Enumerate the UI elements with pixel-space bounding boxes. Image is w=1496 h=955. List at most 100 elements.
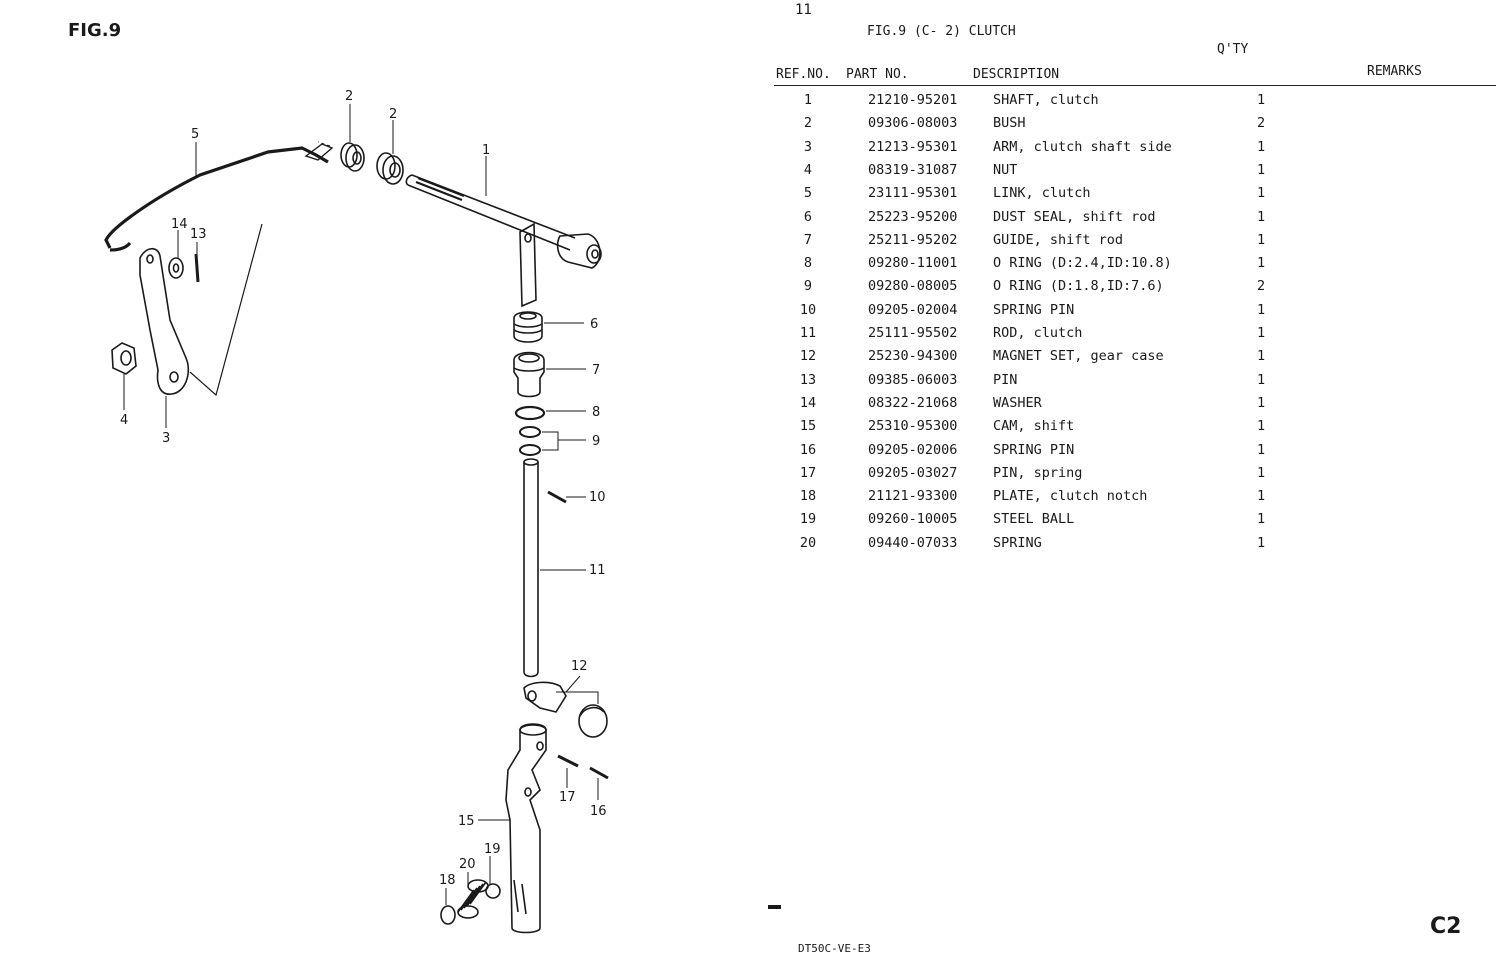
callout-20: 20: [459, 857, 476, 872]
qty-cell: 2: [1257, 278, 1266, 295]
spring-pin-part: [547, 490, 567, 504]
part-no-cell: 09385-06003: [868, 371, 958, 388]
figure-title: FIG.9 (C- 2) CLUTCH: [867, 24, 1016, 39]
ref-no-cell: 13: [799, 371, 817, 388]
qty-cell: 1: [1257, 185, 1266, 202]
part-no-cell: 25230-94300: [868, 348, 958, 365]
description-cell: DUST SEAL, shift rod: [993, 208, 1156, 225]
table-row: 20 09440-07033 SPRING 1: [760, 533, 1496, 556]
part-no-cell: 09306-08003: [868, 115, 958, 132]
ref-no-cell: 14: [799, 394, 817, 411]
table-row: 14 08322-21068 WASHER 1: [760, 393, 1496, 416]
part-no-cell: 08319-31087: [868, 161, 958, 178]
part-no-cell: 25211-95202: [868, 231, 958, 248]
clutch-link-part: [104, 141, 334, 252]
callout-1: 1: [482, 143, 490, 158]
qty-cell: 1: [1257, 301, 1266, 318]
description-cell: SPRING PIN: [993, 301, 1075, 318]
description-cell: O RING (D:1.8,ID:7.6): [993, 278, 1164, 295]
o-ring-part: [519, 444, 541, 456]
description-cell: O RING (D:2.4,ID:10.8): [993, 255, 1172, 272]
part-no-cell: 21121-93300: [868, 488, 958, 505]
ref-no-cell: 2: [803, 115, 813, 132]
ref-no-header: REF.NO.: [776, 67, 831, 82]
part-no-cell: 09440-07033: [868, 534, 958, 551]
description-cell: WASHER: [993, 394, 1042, 411]
description-cell: GUIDE, shift rod: [993, 231, 1124, 248]
qty-cell: 1: [1257, 325, 1266, 341]
diagram-page: FIG.9: [68, 20, 609, 934]
ref-no-cell: 20: [799, 534, 817, 551]
callout-19: 19: [484, 842, 501, 857]
part-no-cell: 08322-21068: [868, 394, 958, 411]
part-no-header: PART NO.: [846, 67, 909, 82]
pin-part: [557, 754, 579, 768]
ref-no-cell: 11: [799, 325, 817, 341]
description-cell: PIN: [993, 371, 1018, 388]
part-no-cell: 21210-95201: [868, 92, 958, 108]
description-cell: PLATE, clutch notch: [993, 488, 1148, 505]
clutch-notch-plate-part: [440, 905, 456, 925]
dust-seal-part: [513, 311, 543, 343]
callout-14: 14: [171, 217, 188, 232]
qty-cell: 1: [1257, 92, 1266, 108]
o-ring-part: [519, 426, 541, 438]
ref-no-cell: 4: [803, 161, 813, 178]
description-cell: MAGNET SET, gear case: [993, 348, 1164, 365]
bush-part: [340, 142, 404, 185]
callout-6: 6: [590, 317, 598, 332]
footer-code: DT50C-VE-E3: [798, 942, 871, 955]
magnet-set-part: [523, 681, 608, 738]
part-no-cell: 21213-95301: [868, 138, 958, 155]
callout-10: 10: [589, 490, 606, 505]
qty-cell: 1: [1257, 488, 1266, 505]
shift-cam-part: [505, 723, 547, 934]
pin-part: [194, 253, 200, 283]
exploded-parts-diagram: 1 2 2 3 4 5 6 7 8 9 10 11 12 13 14 15 16…: [104, 89, 609, 934]
description-cell: ROD, clutch: [993, 325, 1083, 341]
washer-part: [168, 257, 184, 279]
header-divider: [774, 85, 1496, 86]
qty-cell: 1: [1257, 394, 1266, 411]
description-cell: LINK, clutch: [993, 185, 1091, 202]
ref-no-cell: 19: [799, 511, 817, 528]
description-header: DESCRIPTION: [973, 67, 1060, 82]
callout-labels: 1 2 2 3 4 5 6 7 8 9 10 11 12 13 14 15 16…: [120, 89, 607, 888]
description-cell: SHAFT, clutch: [993, 92, 1099, 108]
callout-5: 5: [191, 127, 199, 142]
ref-no-cell: 6: [803, 208, 813, 225]
qty-header: Q'TY: [1217, 42, 1249, 57]
ref-no-cell: 16: [799, 441, 817, 458]
callout-12: 12: [571, 659, 588, 674]
qty-cell: 1: [1257, 418, 1266, 435]
remarks-header: REMARKS: [1367, 64, 1422, 79]
page-code: C2: [1430, 914, 1462, 939]
leader-lines: [123, 104, 599, 905]
steel-ball-part: [485, 883, 501, 899]
part-no-cell: 09260-10005: [868, 511, 958, 528]
ref-no-cell: 15: [799, 418, 817, 435]
callout-11: 11: [589, 563, 606, 578]
qty-cell: 1: [1257, 138, 1266, 155]
ref-no-cell: 9: [803, 278, 813, 295]
nut-part: [111, 342, 137, 375]
page-number: 11: [795, 2, 812, 18]
qty-cell: 1: [1257, 534, 1266, 551]
description-cell: CAM, shift: [993, 418, 1075, 435]
callout-8: 8: [592, 405, 600, 420]
ref-no-cell: 8: [803, 255, 813, 272]
description-cell: PIN, spring: [993, 464, 1083, 481]
part-no-cell: 09280-08005: [868, 278, 958, 295]
part-no-cell: 25111-95502: [868, 325, 958, 341]
qty-cell: 1: [1257, 231, 1266, 248]
description-cell: SPRING: [993, 534, 1042, 551]
